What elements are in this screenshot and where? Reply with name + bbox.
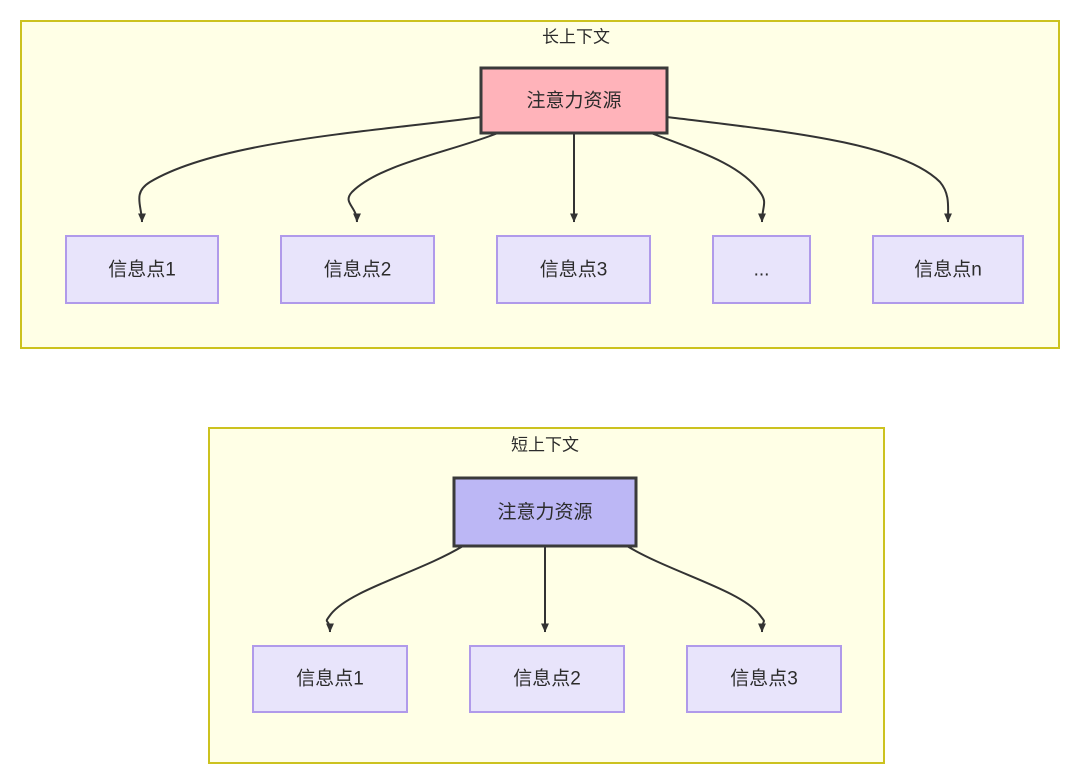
node-info-point-2-short-rect[interactable] <box>469 645 625 713</box>
node-info-point-3-long[interactable]: 信息点3 <box>496 235 651 304</box>
node-info-point-1-long-rect[interactable] <box>65 235 219 304</box>
node-info-point-3-long-label: 信息点3 <box>540 259 608 281</box>
node-attention-resource-long-label: 注意力资源 <box>526 90 621 112</box>
node-info-point-3-short-label: 信息点3 <box>730 668 798 690</box>
node-info-point-2-long-label: 信息点2 <box>324 259 392 281</box>
node-info-point-3-short-rect[interactable] <box>686 645 842 713</box>
node-info-point-1-long[interactable]: 信息点1 <box>65 235 219 304</box>
node-attention-resource-short[interactable]: 注意力资源 <box>452 476 638 548</box>
node-info-point-2-long-rect[interactable] <box>280 235 435 304</box>
node-info-point-ellipsis-long-label: ... <box>754 260 770 281</box>
edge-root-to-info3-short <box>626 545 767 633</box>
node-info-point-1-short[interactable]: 信息点1 <box>252 645 408 713</box>
node-info-point-ellipsis-long[interactable]: ... <box>712 235 811 304</box>
node-info-point-ellipsis-long-rect[interactable] <box>712 235 811 304</box>
node-info-point-1-short-rect[interactable] <box>252 645 408 713</box>
node-info-point-2-short-label: 信息点2 <box>513 668 581 690</box>
edge-root-to-info1-short <box>325 545 464 633</box>
edge-root-to-ellipsis <box>650 132 767 223</box>
node-info-point-3-long-rect[interactable] <box>496 235 651 304</box>
panel-long-context: 长上下文 注意力资源 信息点1 信息点2 <box>20 20 1060 349</box>
edge-group-short-context <box>325 545 767 633</box>
edge-root-to-infon <box>666 116 953 223</box>
panel-long-context-title: 长上下文 <box>542 27 610 46</box>
panel-short-context: 短上下文 注意力资源 信息点1 信息点2 信息点3 <box>208 427 885 764</box>
node-info-point-3-short[interactable]: 信息点3 <box>686 645 842 713</box>
node-info-point-n-long[interactable]: 信息点n <box>872 235 1024 304</box>
node-info-point-1-long-label: 信息点1 <box>108 259 176 281</box>
node-attention-resource-short-label: 注意力资源 <box>497 501 592 523</box>
node-info-point-n-long-rect[interactable] <box>872 235 1024 304</box>
node-info-point-1-short-label: 信息点1 <box>296 668 364 690</box>
node-info-point-2-short[interactable]: 信息点2 <box>469 645 625 713</box>
node-attention-resource-long-rect[interactable] <box>479 66 669 135</box>
panel-short-context-title: 短上下文 <box>511 435 579 454</box>
node-info-point-n-long-label: 信息点n <box>914 259 982 281</box>
edge-root-to-info2 <box>347 132 499 223</box>
node-attention-resource-short-rect[interactable] <box>452 476 638 548</box>
edge-root-to-info1 <box>137 116 482 223</box>
node-attention-resource-long[interactable]: 注意力资源 <box>479 66 669 135</box>
edge-group-long-context <box>137 116 953 223</box>
node-info-point-2-long[interactable]: 信息点2 <box>280 235 435 304</box>
